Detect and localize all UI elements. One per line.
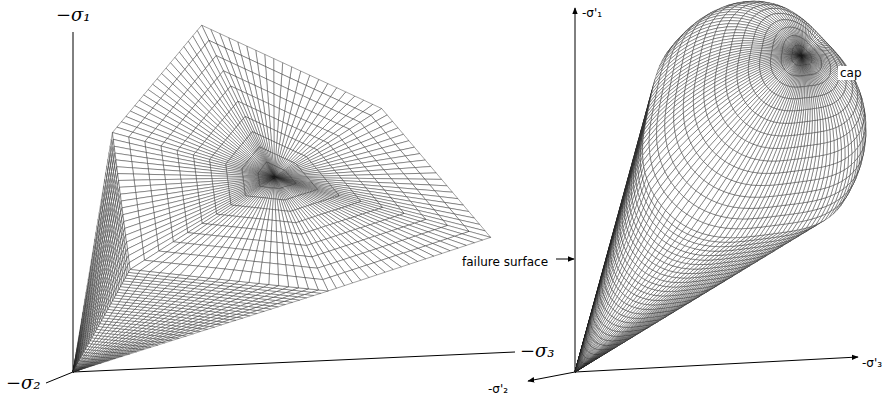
mesh-face: [274, 118, 279, 132]
mesh-face: [339, 175, 358, 178]
mesh-face: [355, 175, 374, 179]
mesh-face: [274, 130, 278, 143]
axis-arrow: [528, 372, 575, 381]
axis-arrow: [575, 357, 858, 372]
mesh-face: [274, 106, 279, 120]
axis-line: [73, 352, 515, 372]
mohr-coulomb-surface: [73, 25, 491, 372]
axis-line: [46, 372, 73, 383]
